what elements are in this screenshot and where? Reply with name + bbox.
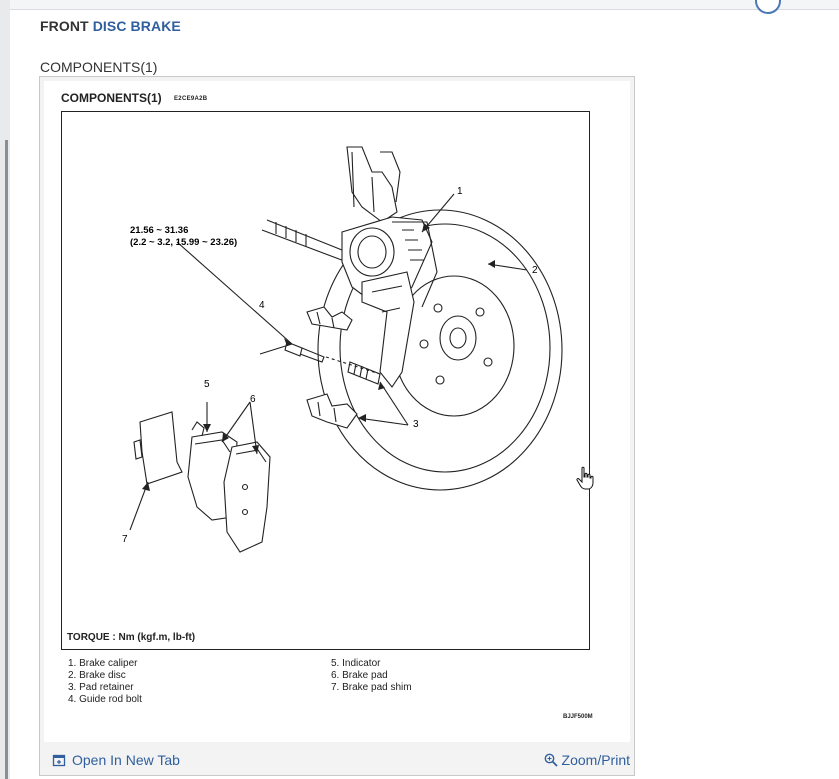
user-avatar-icon[interactable] [755,0,781,14]
callout-6: 6 [250,394,256,405]
left-edge-panel [0,0,10,779]
legend-item: 3. Pad retainer [68,682,134,693]
top-toolbar-edge [10,0,839,10]
scroll-track[interactable] [5,140,8,779]
page-title-prefix: FRONT [40,18,89,34]
torque-spec-line2: (2.2 ~ 3.2, 15.99 ~ 23.26) [130,237,237,248]
zoom-print-label: Zoom/Print [561,752,630,768]
legend-item: 5. Indicator [331,658,381,669]
brake-assembly-drawing: 1 2 3 4 5 6 7 21.56 ~ 31.36 (2.2 ~ 3.2, … [122,146,563,553]
figure-heading: COMPONENTS(1) [61,91,162,105]
legend-item: 1. Brake caliper [68,658,138,669]
figure-footer: Open In New Tab Zoom/Print [40,743,634,775]
torque-spec-line1: 21.56 ~ 31.36 [130,225,188,236]
legend-right: 5. Indicator 6. Brake pad 7. Brake pad s… [331,658,412,694]
page-title: FRONT DISC BRAKE [40,18,181,34]
figure-image: COMPONENTS(1) E2CE9A2B [44,81,630,742]
zoom-print-link[interactable]: Zoom/Print [544,752,630,768]
callout-7: 7 [122,534,128,545]
callout-5: 5 [204,379,210,390]
legend-item: 2. Brake disc [68,670,126,681]
open-new-tab-link[interactable]: Open In New Tab [52,752,180,768]
legend-item: 7. Brake pad shim [331,682,412,693]
figure-code: E2CE9A2B [174,96,208,102]
section-subtitle: COMPONENTS(1) [40,59,158,75]
callout-3: 3 [413,419,419,430]
callout-1: 1 [457,186,463,197]
legend-item: 6. Brake pad [331,670,388,681]
figure-id-code: BJJF500M [563,714,593,720]
open-new-tab-label: Open In New Tab [72,752,180,768]
open-new-tab-icon [52,754,66,767]
figure-frame: COMPONENTS(1) E2CE9A2B [39,76,635,776]
callout-4: 4 [259,300,265,311]
legend-item: 4. Guide rod bolt [68,694,142,705]
legend-left: 1. Brake caliper 2. Brake disc 3. Pad re… [68,658,142,706]
zoom-magnifier-icon [544,753,558,767]
hand-cursor-icon [576,466,594,490]
page-title-link[interactable]: DISC BRAKE [92,18,181,34]
torque-note: TORQUE : Nm (kgf.m, lb-ft) [67,632,196,643]
callout-2: 2 [532,265,538,276]
exploded-diagram: 1 2 3 4 5 6 7 21.56 ~ 31.36 (2.2 ~ 3.2, … [61,111,590,650]
